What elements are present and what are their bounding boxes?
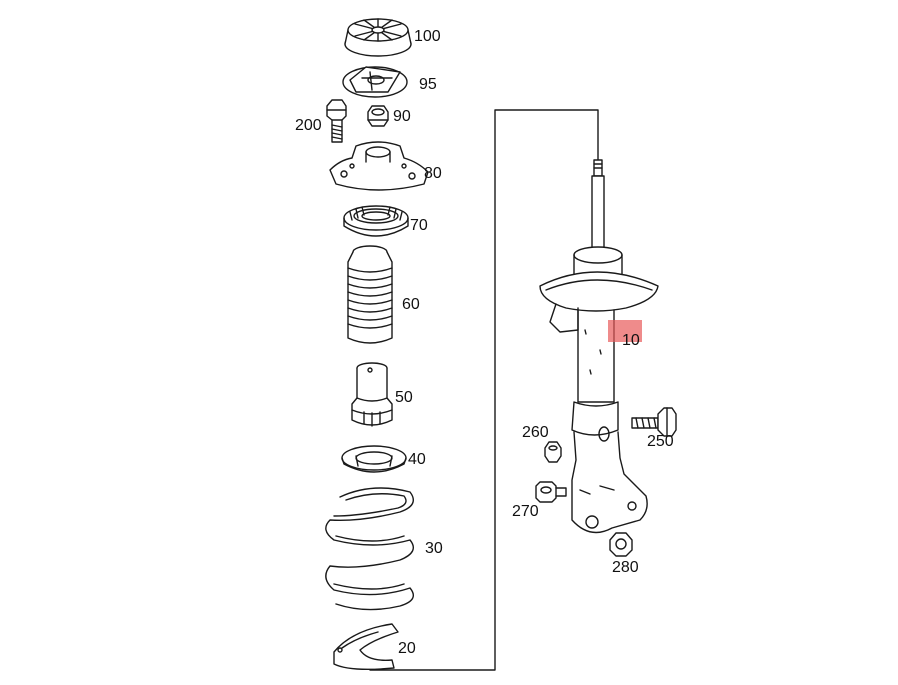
label-260[interactable]: 260 <box>522 424 549 441</box>
part-200-bolt[interactable] <box>326 99 347 143</box>
part-70-bearing[interactable] <box>343 205 409 237</box>
label-40[interactable]: 40 <box>408 451 426 468</box>
part-270-bolt[interactable] <box>535 481 567 503</box>
label-100[interactable]: 100 <box>414 28 441 45</box>
part-40-spring-seat[interactable] <box>341 445 407 473</box>
label-70[interactable]: 70 <box>410 217 428 234</box>
part-90-nut[interactable] <box>367 105 389 127</box>
label-20[interactable]: 20 <box>398 640 416 657</box>
part-260-nut[interactable] <box>544 441 562 463</box>
part-100-top-cap[interactable] <box>344 18 412 57</box>
part-50-bump-stop[interactable] <box>351 362 393 427</box>
label-95[interactable]: 95 <box>419 76 437 93</box>
label-10[interactable]: 10 <box>622 332 640 349</box>
part-250-bolt[interactable] <box>631 407 677 437</box>
part-80-strut-mount[interactable] <box>329 141 429 191</box>
label-270[interactable]: 270 <box>512 503 539 520</box>
part-95-plate[interactable] <box>342 66 408 98</box>
label-200[interactable]: 200 <box>295 117 322 134</box>
label-280[interactable]: 280 <box>612 559 639 576</box>
label-80[interactable]: 80 <box>424 165 442 182</box>
label-60[interactable]: 60 <box>402 296 420 313</box>
part-280-nut[interactable] <box>609 532 633 557</box>
assembly-connector-line <box>369 109 599 671</box>
label-30[interactable]: 30 <box>425 540 443 557</box>
label-90[interactable]: 90 <box>393 108 411 125</box>
part-10-strut[interactable] <box>539 159 659 534</box>
label-50[interactable]: 50 <box>395 389 413 406</box>
part-60-dust-boot[interactable] <box>347 245 393 344</box>
part-20-spring-pad[interactable] <box>333 623 399 671</box>
part-10-highlight <box>608 320 642 342</box>
label-250[interactable]: 250 <box>647 433 674 450</box>
part-30-coil-spring[interactable] <box>325 487 414 611</box>
